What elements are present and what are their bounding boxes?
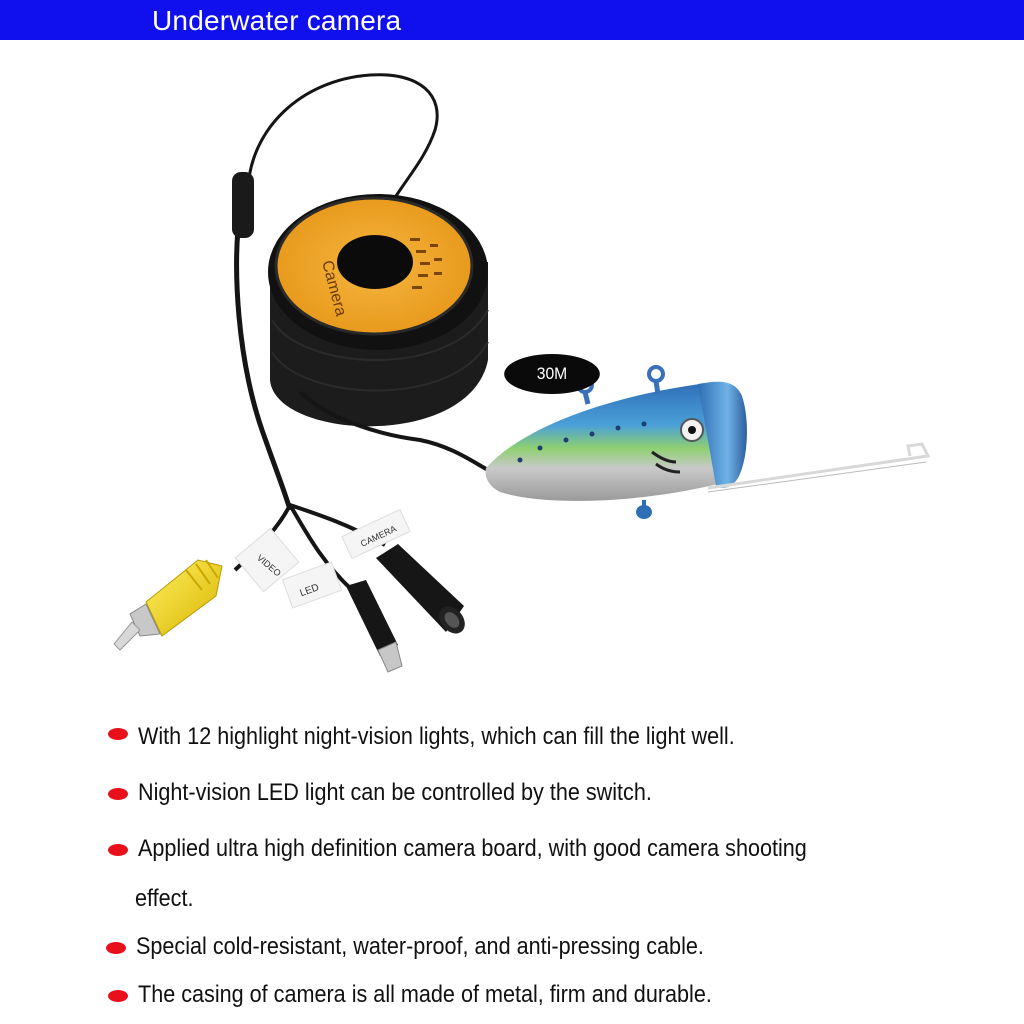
led-tag: LED bbox=[281, 561, 343, 609]
cable-length-badge: 30M bbox=[504, 354, 600, 394]
bullet-icon bbox=[108, 844, 128, 856]
feature-text: With 12 highlight night-vision lights, w… bbox=[138, 723, 735, 750]
feature-text: The casing of camera is all made of meta… bbox=[138, 981, 712, 1008]
bullet-icon bbox=[108, 728, 128, 740]
cable-reel: Camera bbox=[268, 194, 489, 427]
product-photo: Camera VIDEO LED bbox=[0, 40, 1024, 700]
page-title: Underwater camera bbox=[152, 5, 402, 36]
bullet-icon bbox=[106, 942, 126, 954]
main-cable bbox=[234, 209, 293, 511]
feature-text: Applied ultra high definition camera boa… bbox=[138, 835, 807, 862]
feature-text-continued: effect. bbox=[135, 885, 194, 912]
camera-dc-socket bbox=[376, 544, 465, 634]
bullet-icon bbox=[108, 990, 128, 1002]
inline-connector bbox=[232, 172, 254, 238]
bullet-icon bbox=[108, 788, 128, 800]
camera-cable bbox=[298, 390, 489, 472]
feature-text: Night-vision LED light can be controlled… bbox=[138, 779, 652, 806]
cable-loop bbox=[246, 73, 439, 266]
led-dc-plug bbox=[346, 580, 403, 673]
video-tag: VIDEO bbox=[234, 527, 300, 593]
title-banner: Underwater camera bbox=[0, 0, 1024, 40]
rca-video-plug bbox=[113, 559, 223, 651]
product-illustration: Camera VIDEO LED bbox=[113, 73, 931, 673]
feature-text: Special cold-resistant, water-proof, and… bbox=[136, 933, 704, 960]
